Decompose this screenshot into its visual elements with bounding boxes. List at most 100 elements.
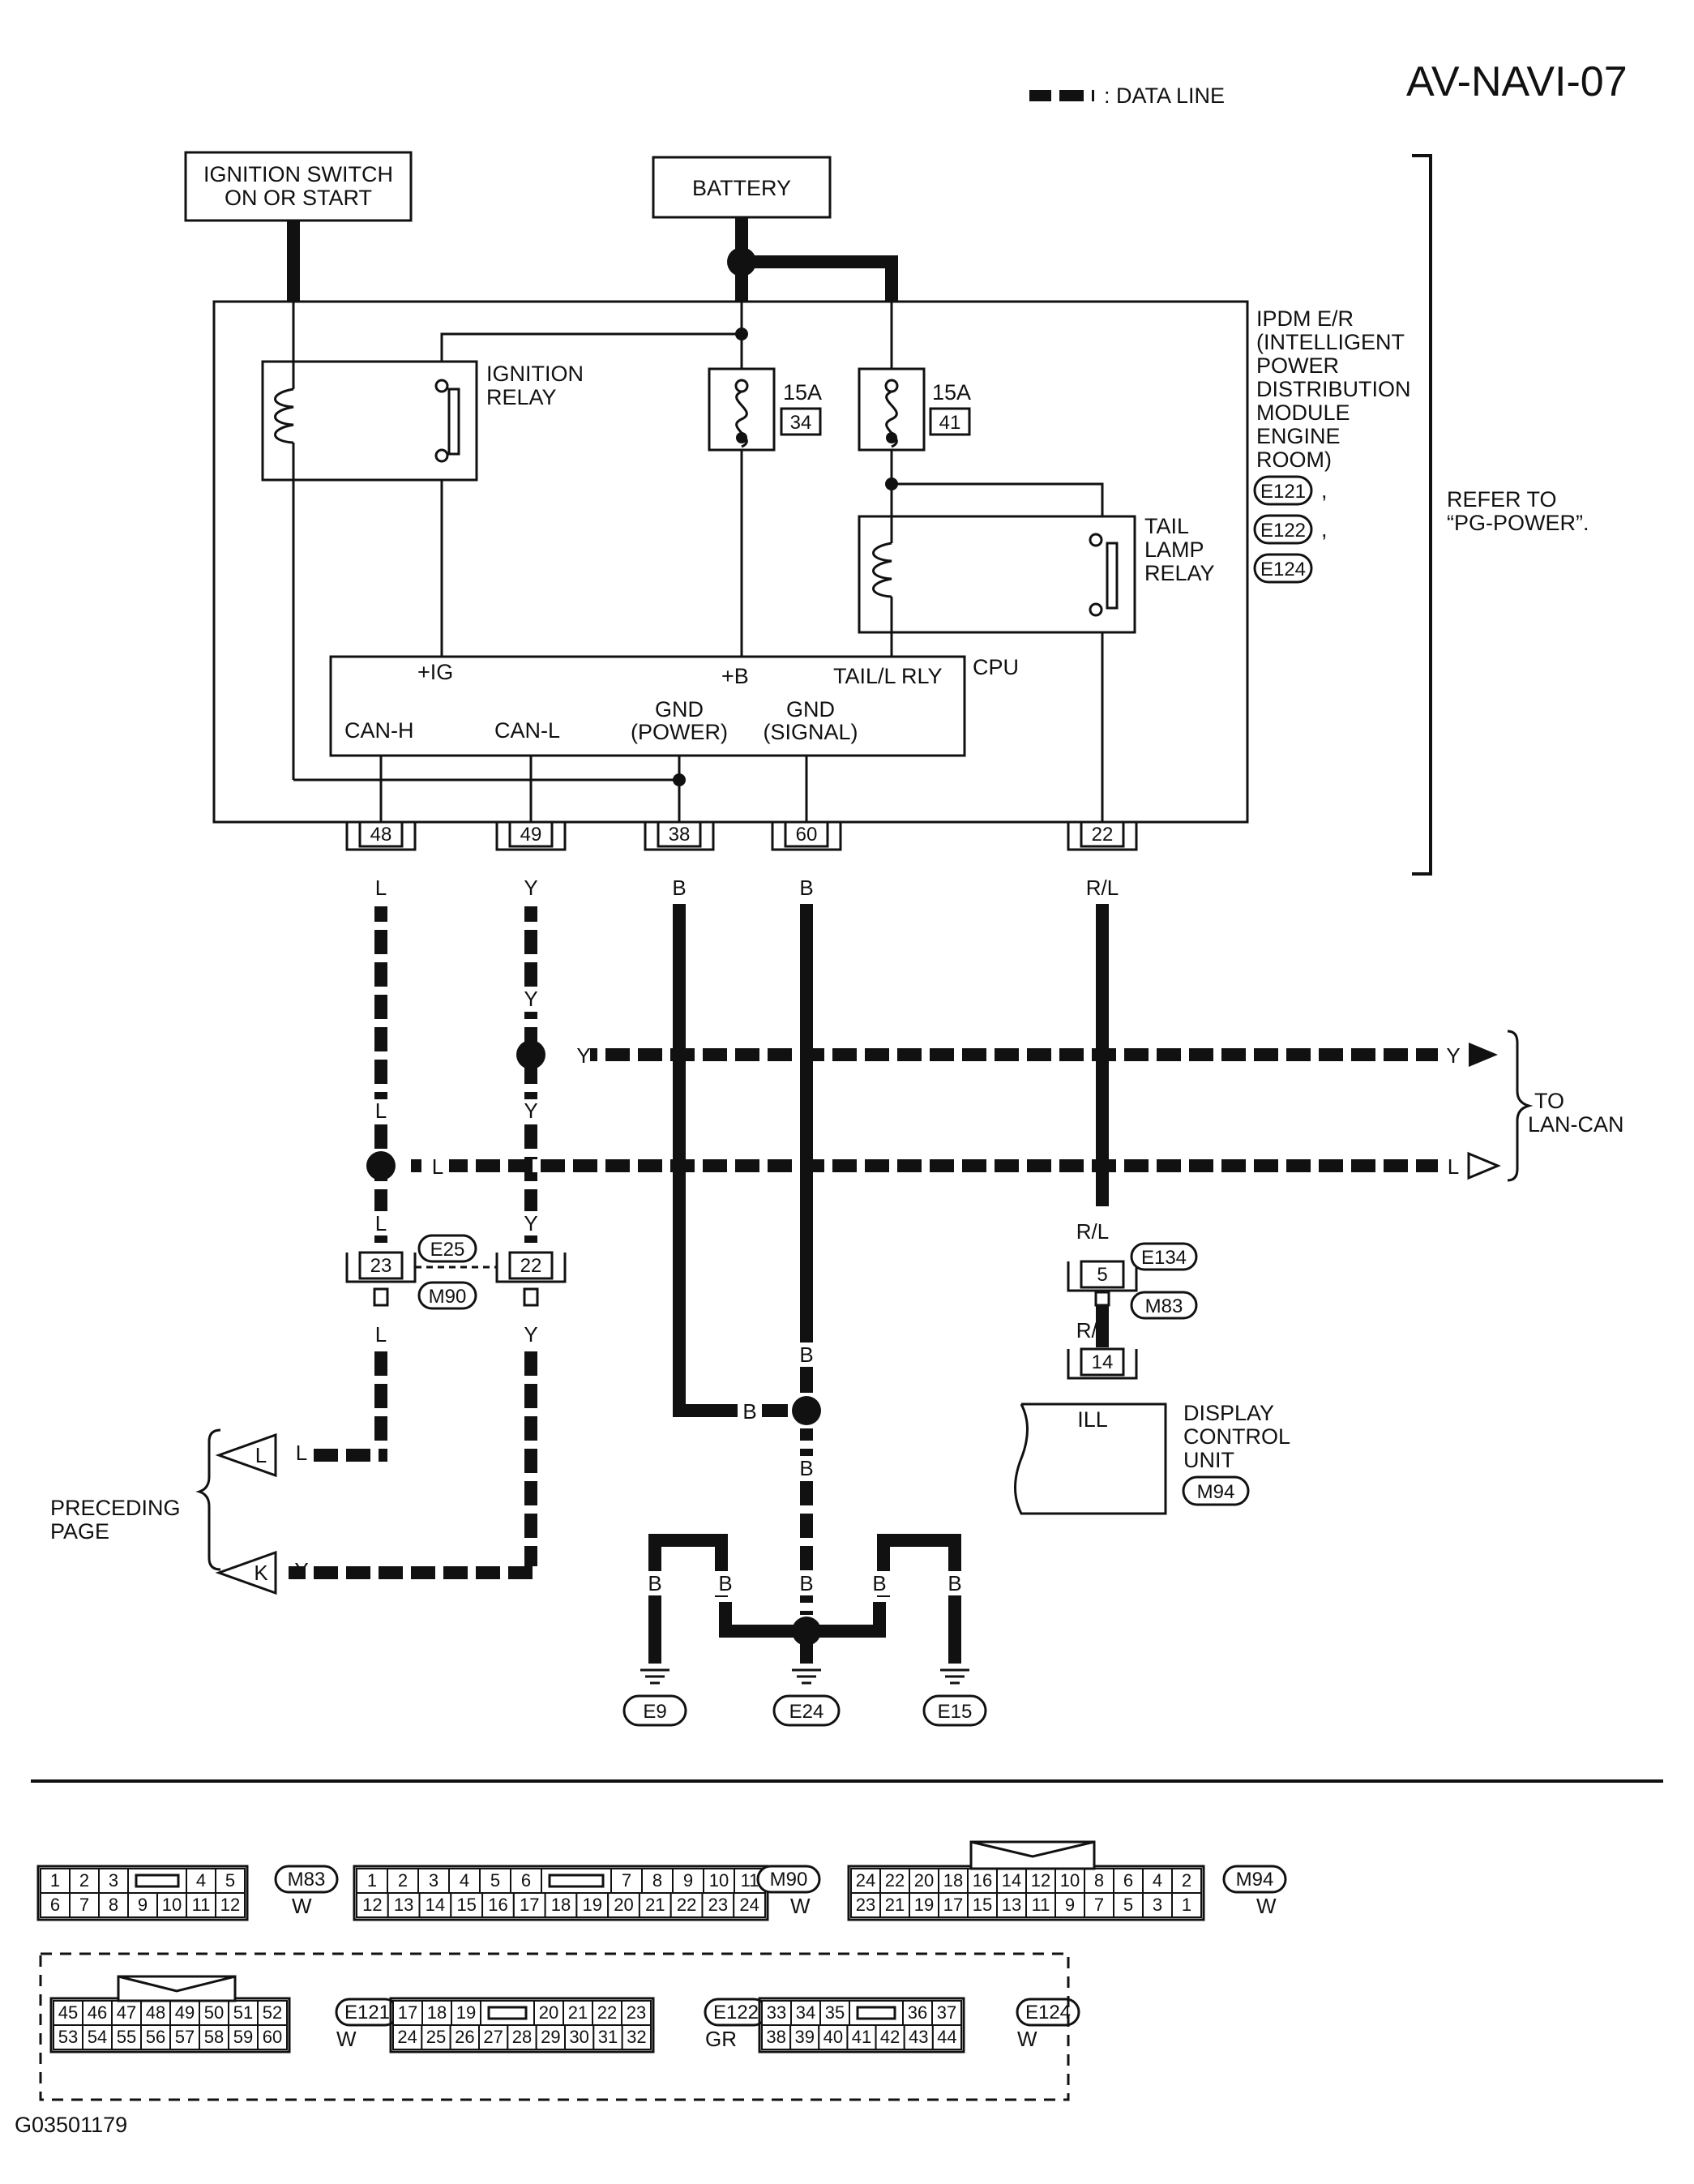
junction-dot (673, 773, 686, 786)
svg-text:,: , (1321, 517, 1328, 542)
can-l-line (289, 906, 537, 1579)
pin-label: 21 (568, 2002, 588, 2023)
pin-label: 31 (598, 2027, 618, 2047)
svg-text:TAIL: TAIL (1144, 514, 1189, 538)
pin-label: 20 (914, 1870, 934, 1891)
can-h-splice (366, 1151, 396, 1180)
svg-text:B: B (948, 1571, 961, 1595)
ground-symbols (640, 1668, 969, 1685)
svg-text:B: B (799, 876, 813, 900)
lan-can-l-line (410, 1159, 1438, 1172)
pin-label: 11 (1032, 1895, 1050, 1915)
svg-text:R/L: R/L (1076, 1318, 1109, 1343)
pin-label: 6 (521, 1870, 531, 1891)
pin-label: 34 (796, 2002, 815, 2023)
svg-text:Y: Y (524, 1211, 537, 1235)
terminal-60: 60 (771, 820, 842, 851)
pin-label: 30 (569, 2027, 588, 2047)
lan-can-y-arrow (1469, 1043, 1498, 1067)
terminal-22: 22 (1067, 820, 1138, 851)
pin-label: 2 (1182, 1870, 1191, 1891)
pin-label: 35 (825, 2002, 845, 2023)
svg-text:CPU: CPU (973, 655, 1019, 679)
svg-text:+B: +B (721, 664, 749, 688)
pin-label: 45 (58, 2002, 78, 2023)
pin-label: 20 (614, 1895, 633, 1915)
pin-label: 8 (652, 1870, 662, 1891)
pin-label: 13 (394, 1895, 413, 1915)
svg-text:15A: 15A (932, 380, 971, 405)
connector-color: W (1256, 1894, 1277, 1918)
to-lan-can-label: TO LAN-CAN (1528, 1089, 1624, 1137)
svg-text:34: 34 (790, 412, 812, 434)
pin-label: 28 (512, 2027, 532, 2047)
svg-text:ON OR START: ON OR START (225, 186, 372, 210)
lan-can-l-arrow (1467, 1151, 1501, 1180)
connector-tag (1222, 1865, 1287, 1894)
ipdm-label: IPDM E/R (INTELLIGENT POWER DISTRIBUTION… (1256, 306, 1411, 472)
terminal-38: 38 (644, 820, 715, 851)
svg-text:,: , (1321, 478, 1328, 503)
pin-label: 29 (541, 2027, 560, 2047)
solid-wires (648, 904, 1109, 1664)
svg-text:ENGINE: ENGINE (1256, 424, 1341, 448)
svg-text:TO: TO (1534, 1089, 1564, 1113)
svg-text:L: L (375, 876, 387, 900)
pin-label: 12 (362, 1895, 382, 1915)
pin-label: 6 (50, 1895, 60, 1915)
battery-box: BATTERY (652, 156, 832, 219)
pin-label: 22 (677, 1895, 696, 1915)
connector-id: E122 (713, 2002, 759, 2023)
junction-dot (735, 328, 748, 340)
pin-label: 54 (88, 2027, 107, 2047)
pin-label: 8 (1094, 1870, 1104, 1891)
tail-lamp-relay: TAIL LAMP RELAY (858, 514, 1215, 634)
pin-label: 24 (856, 1870, 875, 1891)
pin-label: 15 (973, 1895, 992, 1915)
svg-text:M90: M90 (429, 1286, 467, 1308)
pin-label: 5 (490, 1870, 500, 1891)
svg-text:+IG: +IG (417, 660, 453, 684)
pin-label: 18 (427, 2002, 447, 2023)
svg-text:49: 49 (520, 824, 542, 846)
svg-text:B: B (799, 1343, 813, 1367)
ipdm-box (212, 300, 1249, 824)
svg-text:60: 60 (796, 824, 818, 846)
pin-label: 1 (1182, 1895, 1191, 1915)
svg-text:22: 22 (520, 1255, 542, 1277)
svg-text:(POWER): (POWER) (631, 720, 728, 744)
pin-label: 1 (50, 1870, 60, 1891)
svg-text:LAMP: LAMP (1144, 537, 1204, 562)
pin-label: 17 (398, 2002, 417, 2023)
connector-color: W (336, 2027, 357, 2051)
svg-text:L: L (375, 1322, 387, 1347)
svg-text:M83: M83 (1145, 1295, 1183, 1317)
connector-tag (1016, 1998, 1080, 2027)
svg-text:M94: M94 (1197, 1481, 1235, 1503)
svg-text:B: B (799, 1456, 813, 1480)
svg-text:22: 22 (1092, 824, 1114, 846)
pin-label: 26 (455, 2027, 474, 2047)
pin-label: 9 (138, 1895, 148, 1915)
pin-label: 4 (460, 1870, 469, 1891)
pin-label: 17 (943, 1895, 963, 1915)
svg-text:L: L (255, 1443, 267, 1467)
pin-label: 32 (627, 2027, 646, 2047)
pin-label: 19 (914, 1895, 934, 1915)
pin-label: 8 (109, 1895, 118, 1915)
pin-label: 19 (456, 2002, 476, 2023)
pin-label: 9 (1065, 1895, 1075, 1915)
svg-text:R/L: R/L (1086, 876, 1119, 900)
pin-label: 9 (683, 1870, 693, 1891)
svg-text:Y: Y (524, 1098, 537, 1123)
svg-text:Y: Y (524, 1322, 537, 1347)
pin-label: 17 (520, 1895, 539, 1915)
terminal-49: 49 (495, 820, 567, 851)
connector-color: W (790, 1894, 811, 1918)
can-l-splice (516, 1040, 545, 1069)
svg-text:ILL: ILL (1077, 1407, 1108, 1432)
